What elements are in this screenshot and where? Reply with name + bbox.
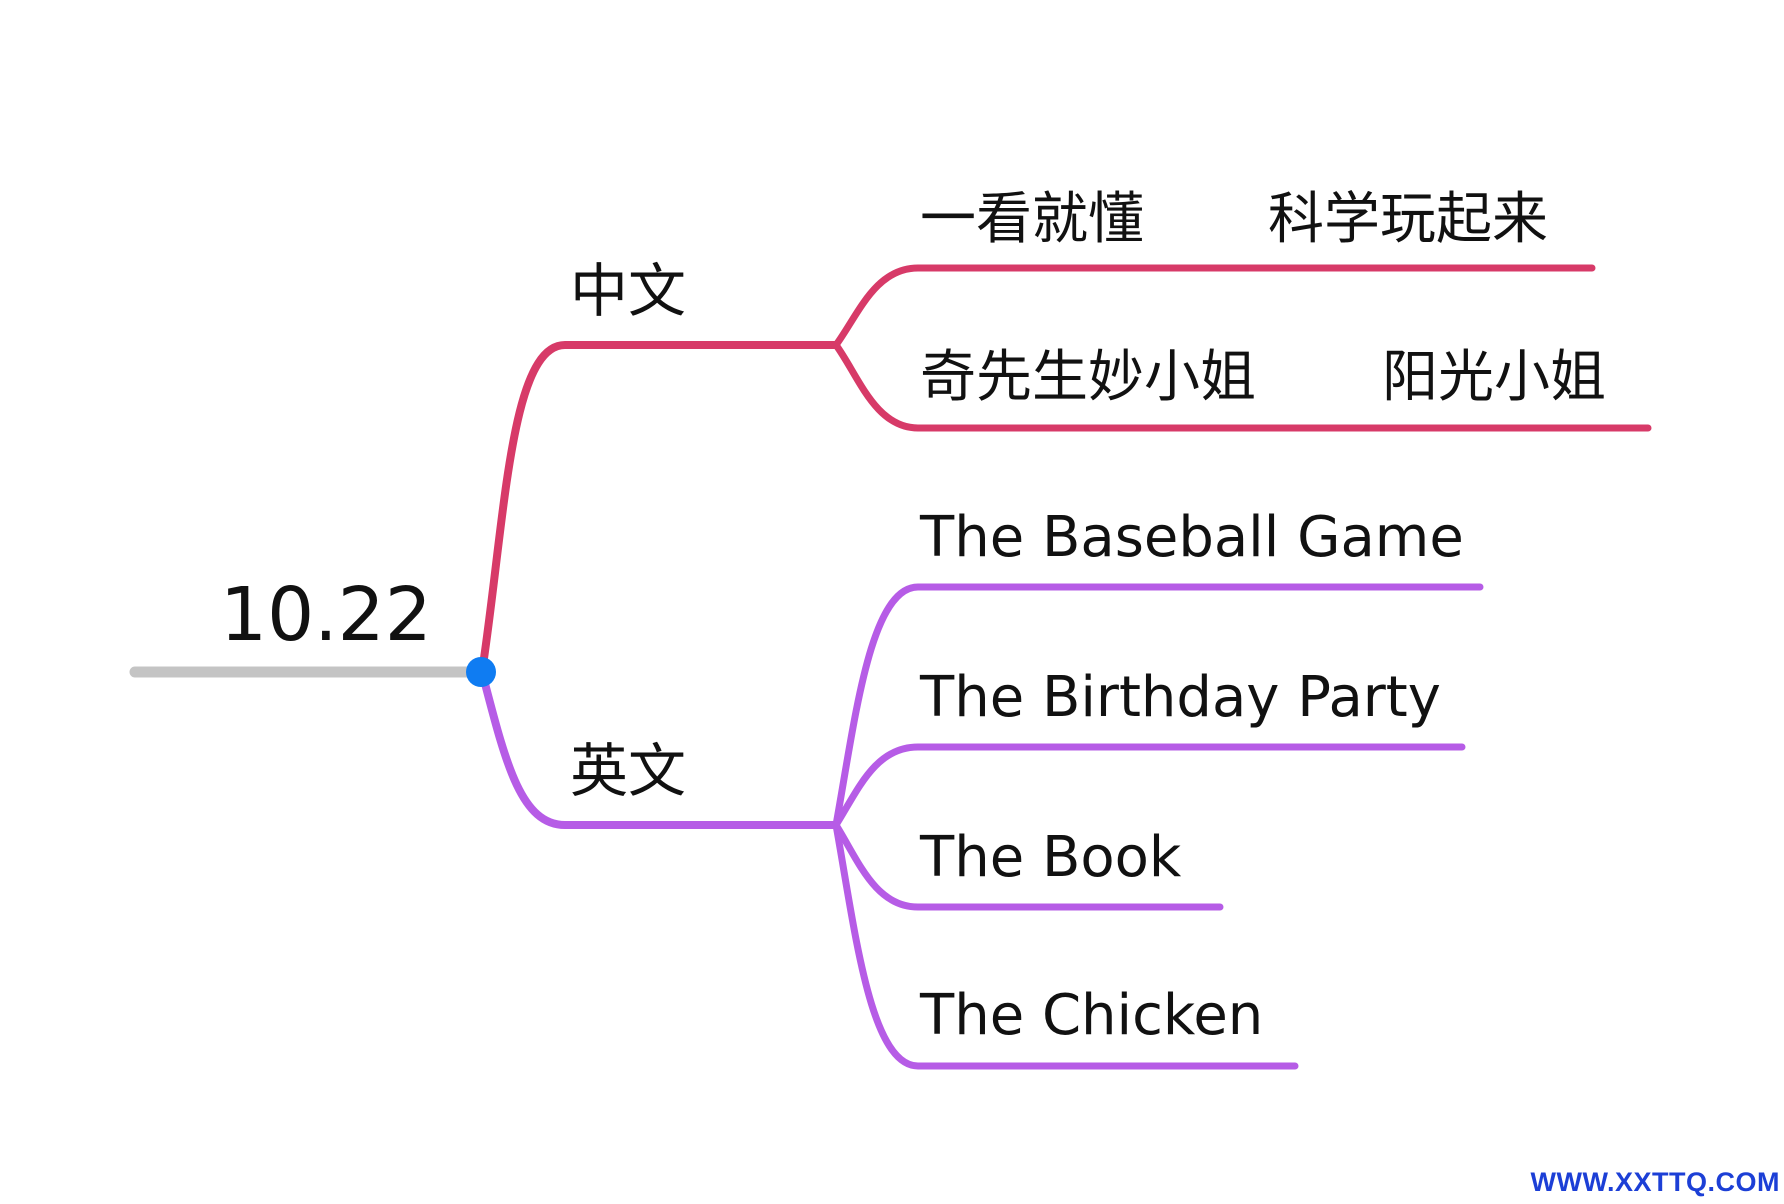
leaf-label-chinese-0-extra[interactable]: 科学玩起来 xyxy=(1268,187,1548,252)
branch-connector-chinese xyxy=(478,341,840,676)
leaf-label-english-0[interactable]: The Baseball Game xyxy=(920,505,1464,570)
leaf-label-chinese-1-extra[interactable]: 阳光小姐 xyxy=(1382,345,1606,410)
leaf-label-english-2[interactable]: The Book xyxy=(920,825,1182,890)
leaf-connector-chinese-0 xyxy=(832,264,1596,349)
root-node-label[interactable]: 10.22 xyxy=(220,572,432,658)
leaf-label-english-3[interactable]: The Chicken xyxy=(920,983,1264,1048)
leaf-connector-english-2 xyxy=(832,821,1224,911)
leaf-connector-english-1 xyxy=(832,743,1466,829)
leaf-label-english-1[interactable]: The Birthday Party xyxy=(920,665,1441,730)
branch-connector-english xyxy=(478,668,840,829)
leaf-connector-english-3 xyxy=(832,821,1299,1070)
site-watermark: WWW.XXTTQ.COM xyxy=(1530,1167,1780,1197)
leaf-connector-chinese-1 xyxy=(832,341,1652,432)
leaf-label-chinese-0[interactable]: 一看就懂 xyxy=(920,187,1144,252)
leaf-label-chinese-1[interactable]: 奇先生妙小姐 xyxy=(920,345,1256,410)
root-node-dot[interactable] xyxy=(466,657,496,687)
leaf-connector-english-0 xyxy=(832,583,1484,829)
branch-label-english[interactable]: 英文 xyxy=(570,737,687,805)
branch-label-chinese[interactable]: 中文 xyxy=(570,257,687,325)
